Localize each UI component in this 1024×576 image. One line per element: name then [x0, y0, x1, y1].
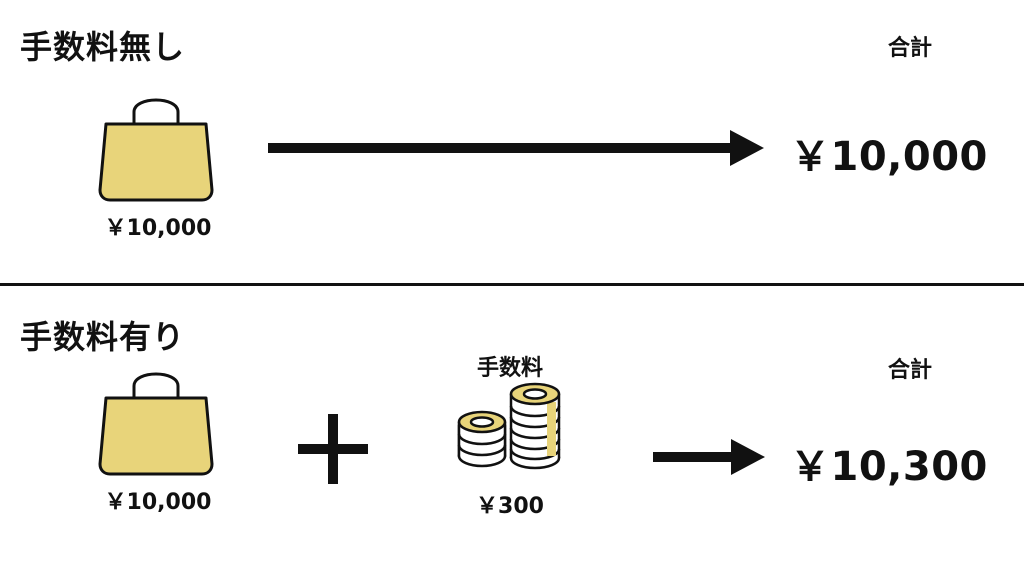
with-fee-total-label: 合計	[887, 358, 932, 383]
fee-label: 手数料	[476, 356, 543, 381]
shopping-bag-icon	[98, 372, 214, 476]
no-fee-title: 手数料無し	[20, 28, 186, 66]
with-fee-title: 手数料有り	[20, 318, 186, 356]
no-fee-total-amount: ￥10,000	[790, 134, 988, 180]
no-fee-item-price: ￥10,000	[104, 216, 212, 241]
fee-amount: ￥300	[476, 494, 544, 519]
with-fee-item-price: ￥10,000	[104, 490, 212, 515]
arrow-right-icon	[268, 130, 764, 166]
section-divider	[0, 283, 1024, 286]
coin-stack-icon	[457, 382, 561, 470]
shopping-bag-icon	[98, 98, 214, 202]
plus-icon	[298, 414, 368, 484]
arrow-right-icon	[653, 439, 765, 475]
no-fee-total-label: 合計	[887, 36, 932, 61]
with-fee-total-amount: ￥10,300	[790, 444, 988, 490]
